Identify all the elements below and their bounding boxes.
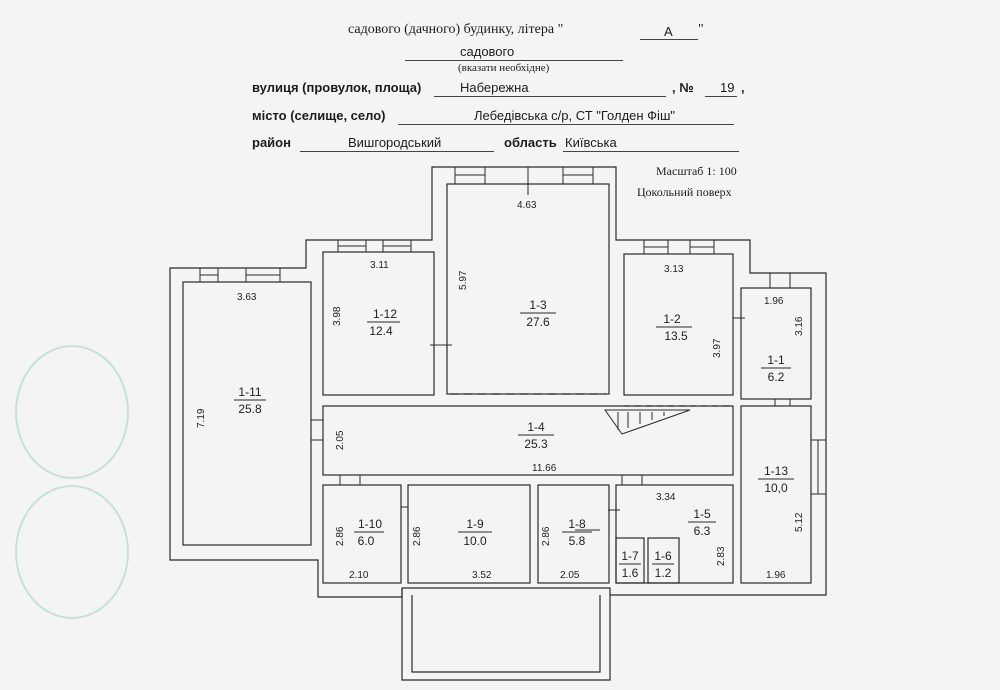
dim-1-96-bottom: 1.96 <box>766 570 786 581</box>
room-1-3-area: 27.6 <box>526 315 550 329</box>
room-1-1-area: 6.2 <box>768 370 785 384</box>
room-1-4-area: 25.3 <box>524 437 548 451</box>
dim-3-34: 3.34 <box>656 492 676 503</box>
room-1-11-area: 25.8 <box>238 402 262 416</box>
dim-3-11: 3.11 <box>370 260 389 271</box>
dim-2-10: 2.10 <box>349 570 369 581</box>
room-1-10-id: 1-10 <box>358 517 382 531</box>
room-1-6-outline <box>647 537 680 584</box>
dim-5-97: 5.97 <box>458 270 469 290</box>
dim-3-52: 3.52 <box>472 570 492 581</box>
room-1-3-id: 1-3 <box>529 298 547 312</box>
title-close: " <box>698 22 704 37</box>
dim-7-19: 7.19 <box>196 408 207 428</box>
number-comma: , <box>741 80 745 95</box>
room-1-13-area: 10,0 <box>764 481 788 495</box>
street-label: вулиця (провулок, площа) <box>252 80 422 95</box>
room-1-7-area: 1.6 <box>622 566 639 580</box>
room-1-3-outline <box>446 183 610 395</box>
city-value: Лебедівська с/р, СТ "Голден Фіш" <box>474 108 675 123</box>
dim-3-63: 3.63 <box>237 292 257 303</box>
room-1-9-id: 1-9 <box>466 517 484 531</box>
room-1-7-id: 1-7 <box>621 549 639 563</box>
number-value: 19 <box>720 80 735 95</box>
dim-2-86-a: 2.86 <box>335 526 346 546</box>
floor-text: Цокольний поверх <box>637 185 732 199</box>
room-1-2-id: 1-2 <box>663 312 681 326</box>
title-line: садового (дачного) будинку, літера " <box>348 22 564 37</box>
room-1-12-outline <box>322 251 435 396</box>
number-label: , № <box>672 80 694 95</box>
street-value: Набережна <box>460 80 529 95</box>
hint-text: (вказати необхідне) <box>458 62 550 74</box>
room-1-13-id: 1-13 <box>764 464 788 478</box>
room-1-8-id: 1-8 <box>568 517 586 531</box>
room-1-10-area: 6.0 <box>358 534 375 548</box>
room-1-4-id: 1-4 <box>527 420 545 434</box>
outer-wall <box>169 166 827 598</box>
room-1-12-area: 12.4 <box>369 324 393 338</box>
windows <box>199 166 827 495</box>
dim-3-13: 3.13 <box>664 264 684 275</box>
room-1-12-id: 1-12 <box>373 307 397 321</box>
terrace-outline <box>401 588 611 681</box>
region-label: область <box>504 135 557 150</box>
stamp-mark-bottom <box>15 485 129 619</box>
room-1-9-area: 10.0 <box>463 534 487 548</box>
dim-11-66: 11.66 <box>532 463 557 474</box>
room-1-7-outline <box>615 537 645 584</box>
dim-2-05-bottom: 2.05 <box>560 570 580 581</box>
room-1-6-area: 1.2 <box>655 566 672 580</box>
room-1-1-id: 1-1 <box>767 353 785 367</box>
room-1-6-id: 1-6 <box>654 549 672 563</box>
dim-2-86-b: 2.86 <box>412 526 423 546</box>
dim-1-96-top: 1.96 <box>764 296 784 307</box>
dim-4-63: 4.63 <box>517 200 537 211</box>
room-1-8-outline <box>537 484 610 584</box>
room-1-5-area: 6.3 <box>694 524 711 538</box>
dim-3-98: 3.98 <box>332 306 343 326</box>
room-1-2-outline <box>623 253 734 396</box>
doors <box>311 273 791 531</box>
room-1-8-area: 5.8 <box>569 534 586 548</box>
dimension-labels: 4.63 5.97 3.11 3.98 3.13 3.97 3.63 7.19 … <box>196 200 805 581</box>
stairs <box>604 409 691 435</box>
district-value: Вишгородський <box>348 135 442 150</box>
dim-5-12: 5.12 <box>794 512 805 532</box>
room-1-5-id: 1-5 <box>693 507 711 521</box>
region-value: Київська <box>565 135 617 150</box>
room-1-1-outline <box>740 287 812 400</box>
scale-text: Масштаб 1: 100 <box>656 164 737 178</box>
stamp-mark-top <box>15 345 129 479</box>
room-1-11-id: 1-11 <box>238 385 261 399</box>
district-label: район <box>252 135 291 150</box>
dim-3-16: 3.16 <box>794 316 805 336</box>
subtype-value: садового <box>460 44 515 59</box>
room-labels: 1-1 6.2 1-2 13.5 1-3 27.6 1-4 25.3 1-5 6… <box>238 298 788 580</box>
city-label: місто (селище, село) <box>252 108 386 123</box>
room-1-2-area: 13.5 <box>664 329 688 343</box>
room-1-10-outline <box>322 484 402 584</box>
dim-2-05-corridor: 2.05 <box>335 430 346 450</box>
dim-2-86-c: 2.86 <box>541 526 552 546</box>
room-1-9-outline <box>407 484 531 584</box>
dim-3-97: 3.97 <box>712 338 723 358</box>
dim-2-83: 2.83 <box>716 546 727 566</box>
litera-value: А <box>664 24 673 39</box>
